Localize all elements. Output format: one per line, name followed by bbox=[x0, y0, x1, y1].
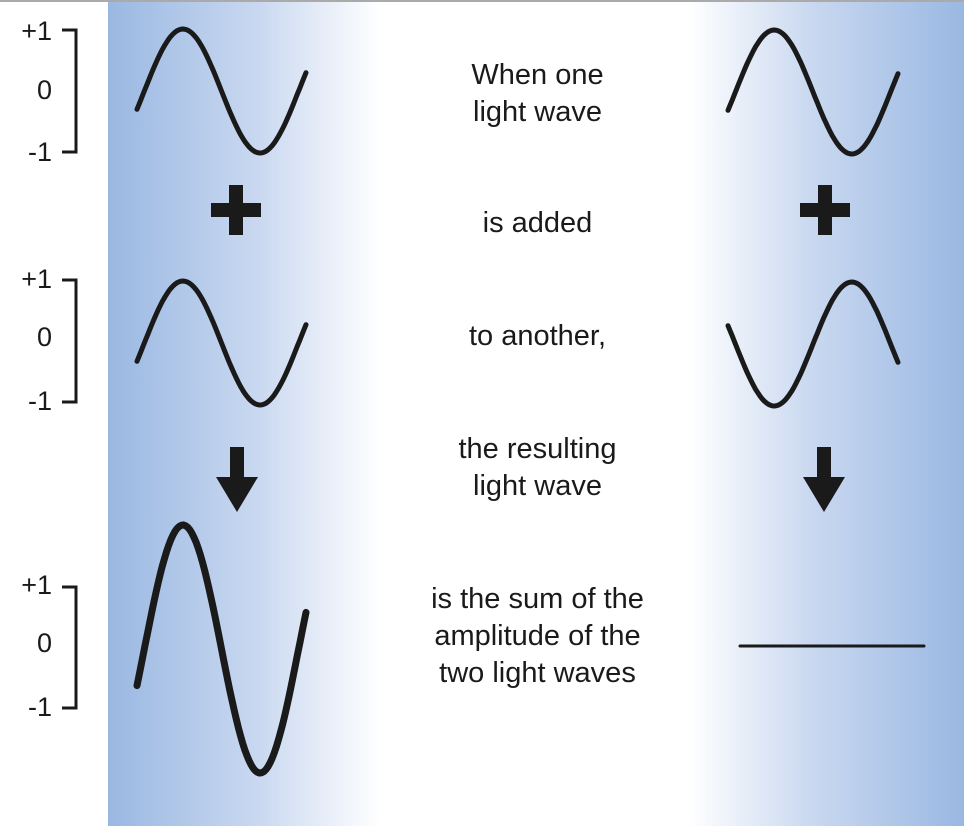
scale-bracket-1 bbox=[62, 28, 78, 154]
caption-line: light wave bbox=[473, 470, 602, 502]
scale-label-minus-one: -1 bbox=[27, 692, 52, 722]
caption-line: amplitude of the bbox=[434, 620, 641, 652]
scale-label-plus-one: +1 bbox=[21, 570, 52, 600]
plus-icon bbox=[211, 185, 261, 235]
plus-icon bbox=[800, 185, 850, 235]
wave-left-second bbox=[134, 278, 309, 408]
scale-bracket-2 bbox=[62, 278, 78, 404]
caption-is-added: is added bbox=[385, 205, 690, 242]
caption-line: light wave bbox=[473, 96, 602, 128]
caption-to-another: to another, bbox=[385, 318, 690, 355]
right-panel bbox=[688, 2, 964, 826]
caption-line: to another, bbox=[468, 320, 607, 352]
scale-label-zero: 0 bbox=[36, 628, 52, 658]
wave-right-first bbox=[725, 27, 901, 157]
arrow-down-icon bbox=[803, 447, 845, 512]
scale-label-minus-one: -1 bbox=[27, 137, 52, 167]
caption-line: the resulting bbox=[458, 433, 617, 465]
scale-label-plus-one: +1 bbox=[21, 16, 52, 46]
left-panel bbox=[108, 2, 380, 826]
scale-bracket-3 bbox=[62, 585, 78, 710]
caption-line: When one bbox=[471, 59, 604, 91]
scale-label-zero: 0 bbox=[36, 75, 52, 105]
scale-label-zero: 0 bbox=[36, 322, 52, 352]
scale-label-minus-one: -1 bbox=[27, 386, 52, 416]
wave-left-first bbox=[134, 26, 309, 156]
caption-sum-of-amplitude: is the sum of the amplitude of the two l… bbox=[385, 581, 690, 692]
arrow-down-icon bbox=[216, 447, 258, 512]
caption-line: is the sum of the bbox=[431, 583, 644, 615]
caption-resulting-wave: the resulting light wave bbox=[385, 431, 690, 505]
caption-line: two light waves bbox=[439, 657, 636, 689]
scale-label-plus-one: +1 bbox=[21, 264, 52, 294]
wave-left-result bbox=[133, 521, 310, 777]
caption-line: is added bbox=[482, 207, 593, 239]
caption-when-one: When one light wave bbox=[385, 57, 690, 131]
wave-right-second bbox=[725, 279, 901, 409]
